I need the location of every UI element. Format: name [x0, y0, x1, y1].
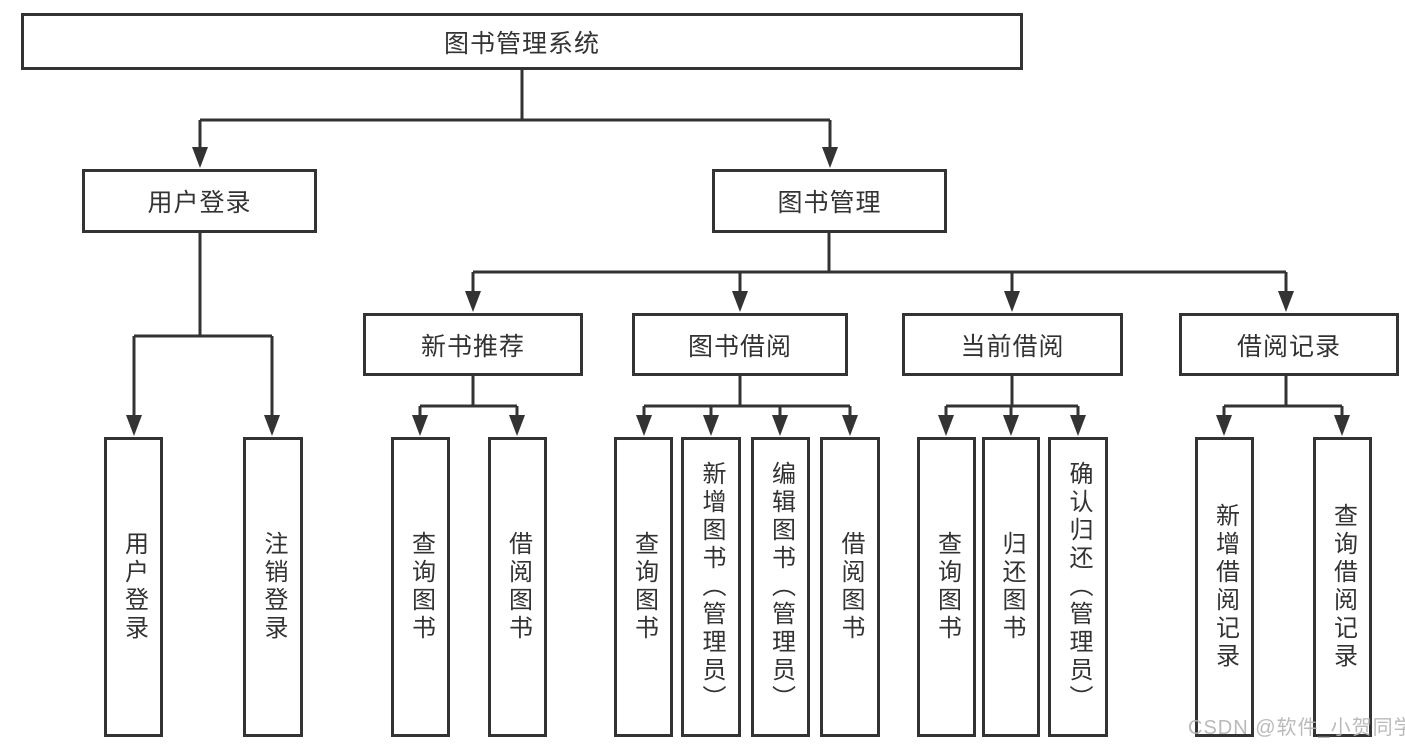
leaf-return-books: 归还图书 — [982, 437, 1040, 737]
node-user-login: 用户登录 — [82, 169, 317, 233]
leaf-query-books-current-label: 查询图书 — [933, 531, 961, 643]
node-borrow-records: 借阅记录 — [1179, 313, 1399, 376]
leaf-query-books-borrow: 查询图书 — [614, 437, 673, 737]
leaf-query-books-borrow-label: 查询图书 — [630, 531, 658, 643]
leaf-borrow-books-label: 借阅图书 — [837, 531, 864, 643]
leaf-edit-books-admin: 编辑图书（管理员） — [751, 437, 810, 737]
leaf-add-borrow-record-label: 新增借阅记录 — [1211, 503, 1239, 671]
leaf-query-books-recommend: 查询图书 — [391, 437, 450, 737]
node-book-borrowing: 图书借阅 — [632, 313, 848, 376]
leaf-confirm-return-admin-label: 确认归还（管理员） — [1065, 461, 1092, 713]
leaf-add-borrow-record: 新增借阅记录 — [1195, 437, 1254, 737]
leaf-edit-books-admin-label: 编辑图书（管理员） — [767, 461, 795, 713]
node-new-book-recommend: 新书推荐 — [363, 313, 583, 376]
leaf-logout: 注销登录 — [243, 437, 303, 737]
node-book-borrowing-label: 图书借阅 — [687, 332, 792, 361]
leaf-user-login: 用户登录 — [104, 437, 163, 737]
leaf-query-books-recommend-label: 查询图书 — [407, 531, 435, 643]
leaf-query-borrow-record: 查询借阅记录 — [1313, 437, 1372, 737]
leaf-logout-label: 注销登录 — [260, 531, 287, 643]
csdn-watermark: CSDN @软件_小贺同学 — [1188, 717, 1405, 739]
leaf-borrow-books-recommend: 借阅图书 — [488, 437, 547, 737]
node-new-book-recommend-label: 新书推荐 — [420, 332, 525, 361]
leaf-add-books-admin: 新增图书（管理员） — [681, 437, 741, 737]
leaf-user-login-label: 用户登录 — [120, 531, 148, 643]
leaf-borrow-books: 借阅图书 — [820, 437, 880, 737]
leaf-query-books-current: 查询图书 — [917, 437, 976, 737]
node-user-login-label: 用户登录 — [147, 189, 252, 217]
leaf-query-borrow-record-label: 查询借阅记录 — [1329, 503, 1357, 671]
leaf-return-books-label: 归还图书 — [998, 531, 1025, 643]
node-borrow-records-label: 借阅记录 — [1236, 332, 1341, 361]
node-book-management: 图书管理 — [712, 169, 947, 233]
node-root-label: 图书管理系统 — [443, 29, 600, 58]
node-current-borrowing-label: 当前借阅 — [960, 332, 1065, 361]
node-current-borrowing: 当前借阅 — [902, 313, 1123, 376]
arrowheads — [126, 147, 1350, 436]
leaf-confirm-return-admin: 确认归还（管理员） — [1048, 437, 1108, 737]
node-book-management-label: 图书管理 — [777, 189, 882, 217]
leaf-borrow-books-recommend-label: 借阅图书 — [504, 531, 532, 643]
node-root-system: 图书管理系统 — [21, 13, 1023, 70]
leaf-add-books-admin-label: 新增图书（管理员） — [698, 461, 725, 713]
